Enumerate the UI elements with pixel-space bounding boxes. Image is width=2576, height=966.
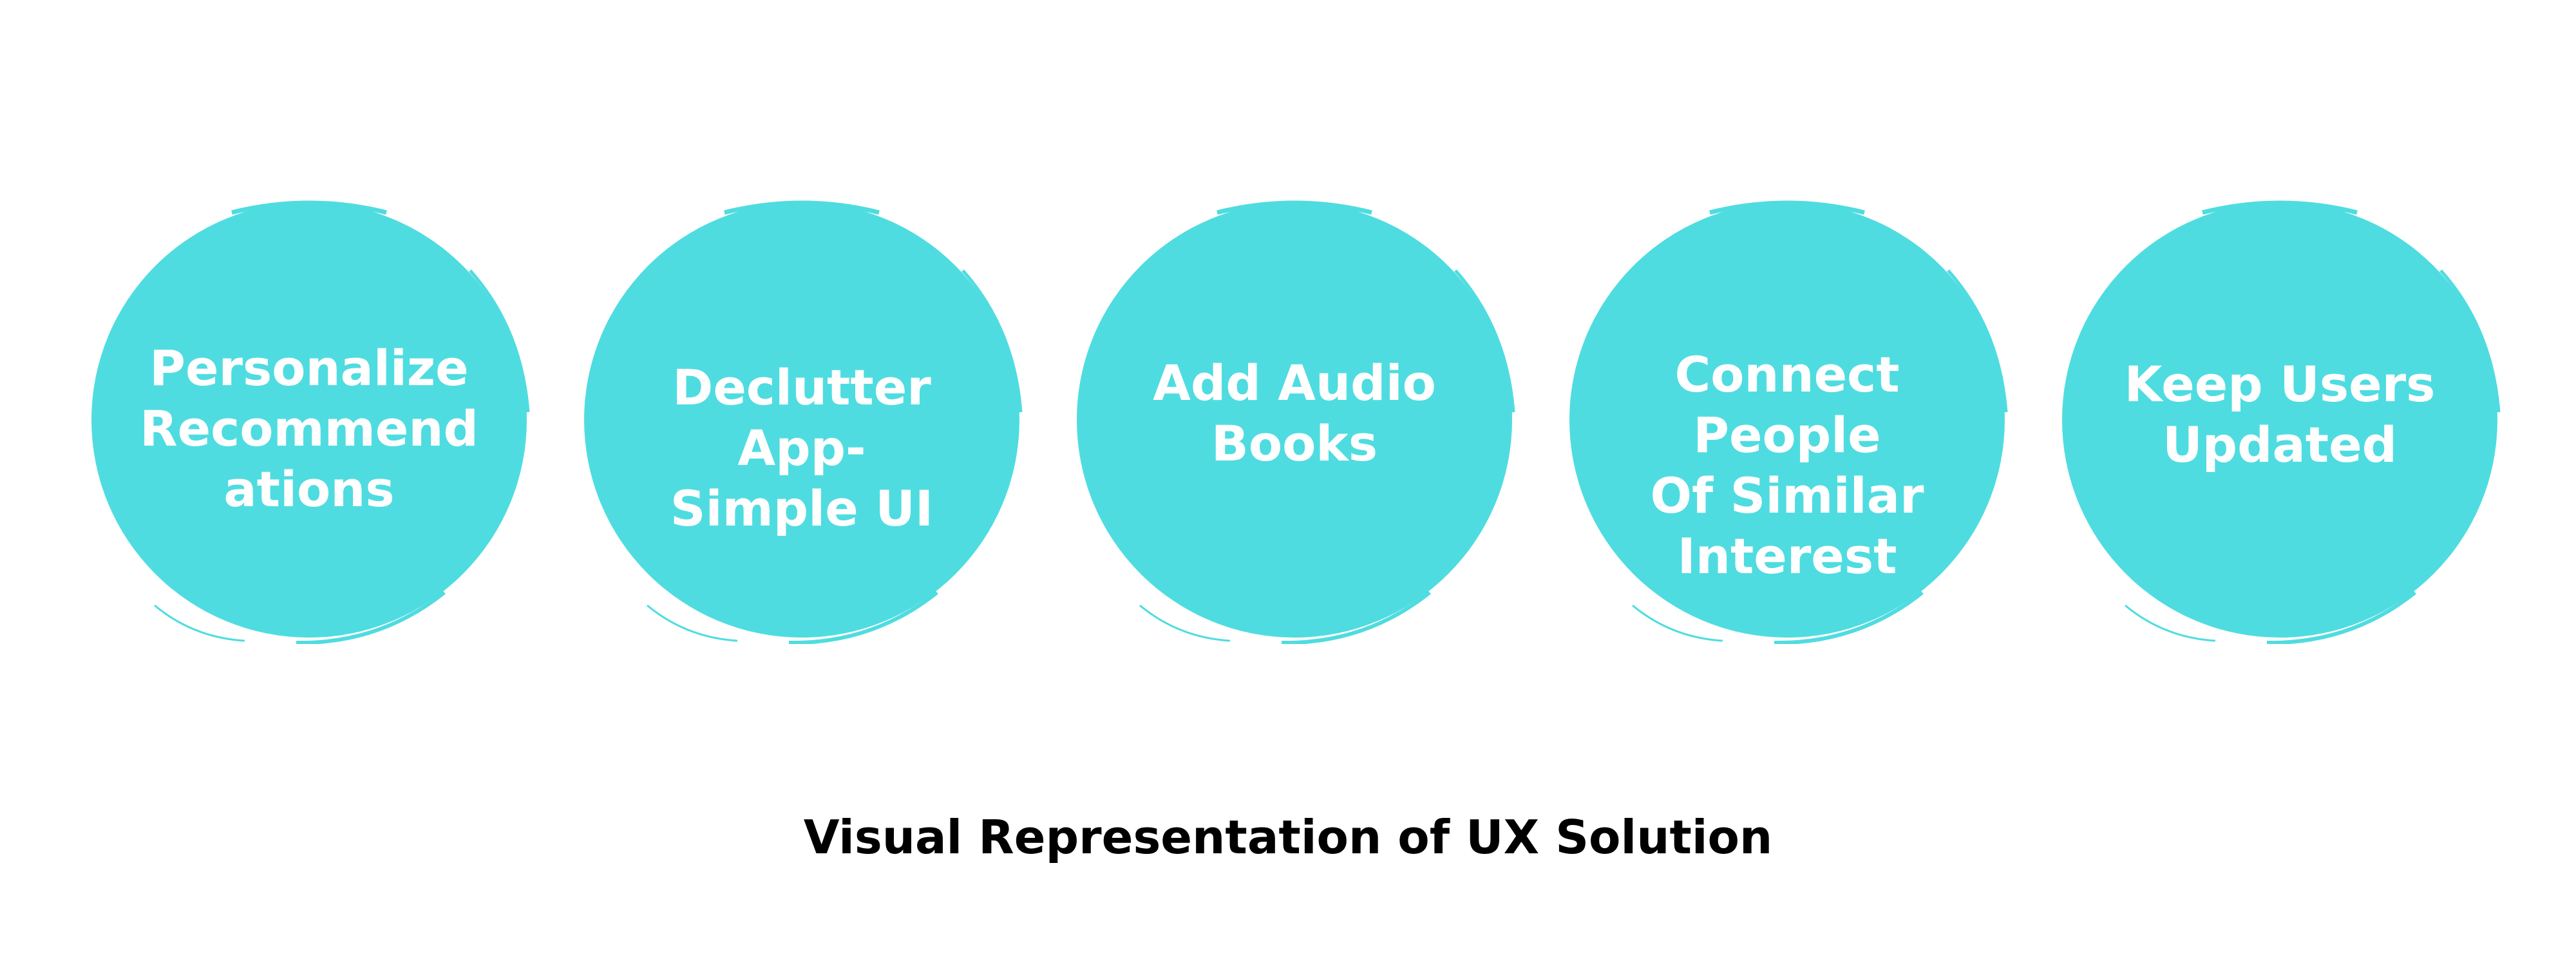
brush-circle-shape [1077,200,1515,644]
brush-circle-shape [91,200,530,644]
circle-label: Personalize Recommend ations [140,339,478,518]
circle-add-audio-books: Add Audio Books [1069,193,1520,644]
circle-connect-people: Connect People Of Similar Interest [1562,193,2012,644]
circle-label: Keep Users Updated [2124,355,2436,473]
brush-circle-shape [2062,200,2501,644]
circle-label: Connect People Of Similar Interest [1650,346,1924,585]
circle-label: Add Audio Books [1153,354,1436,472]
diagram-caption: Visual Representation of UX Solution [803,810,1773,864]
brush-circle-shape [584,200,1023,644]
circle-keep-users-updated: Keep Users Updated [2054,193,2505,644]
circle-declutter-app: Declutter App- Simple UI [576,193,1027,644]
circle-label: Declutter App- Simple UI [670,359,934,537]
circle-personalize-recommendations: Personalize Recommend ations [84,193,535,644]
brush-circle-shape [1569,200,2008,644]
